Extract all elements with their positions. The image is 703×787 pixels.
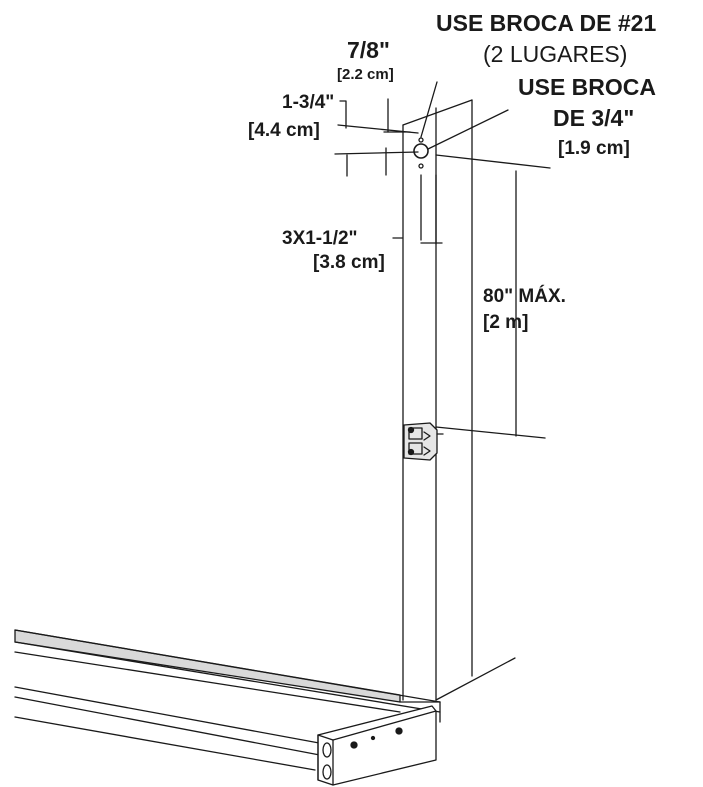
height-max-label: 80" MÁX. xyxy=(483,286,566,307)
drill-21-label: USE BROCA DE #21 xyxy=(436,10,657,36)
door-jamb xyxy=(402,99,516,701)
setback-label: 3X1-1/2" xyxy=(282,228,358,249)
drill-34-size-label: DE 3/4" xyxy=(553,105,635,131)
spacing-78-metric-label: [2.2 cm] xyxy=(337,66,394,83)
drill-21-places-label: (2 LUGARES) xyxy=(483,41,628,67)
offset-134-label: 1-3/4" xyxy=(282,92,335,113)
drill-34-label: USE BROCA xyxy=(518,74,657,100)
small-hole-bottom xyxy=(418,163,424,169)
dim-setback xyxy=(392,174,443,245)
exit-bar xyxy=(14,629,441,786)
dim-offset-134 xyxy=(334,100,419,177)
dim-spacing-78 xyxy=(383,98,411,176)
offset-134-metric-label: [4.4 cm] xyxy=(248,120,320,141)
small-hole-top xyxy=(418,137,424,143)
mounting-holes xyxy=(413,137,429,169)
dim-height-max xyxy=(435,154,551,439)
drill-34-metric-label: [1.9 cm] xyxy=(558,138,630,159)
leader-drill-34 xyxy=(427,109,509,150)
strike-plate xyxy=(403,422,444,461)
leader-drill-21 xyxy=(420,81,438,138)
setback-metric-label: [3.8 cm] xyxy=(313,252,385,273)
spacing-78-label: 7/8" xyxy=(347,37,390,63)
height-max-metric-label: [2 m] xyxy=(483,312,529,333)
large-hole xyxy=(413,143,429,159)
